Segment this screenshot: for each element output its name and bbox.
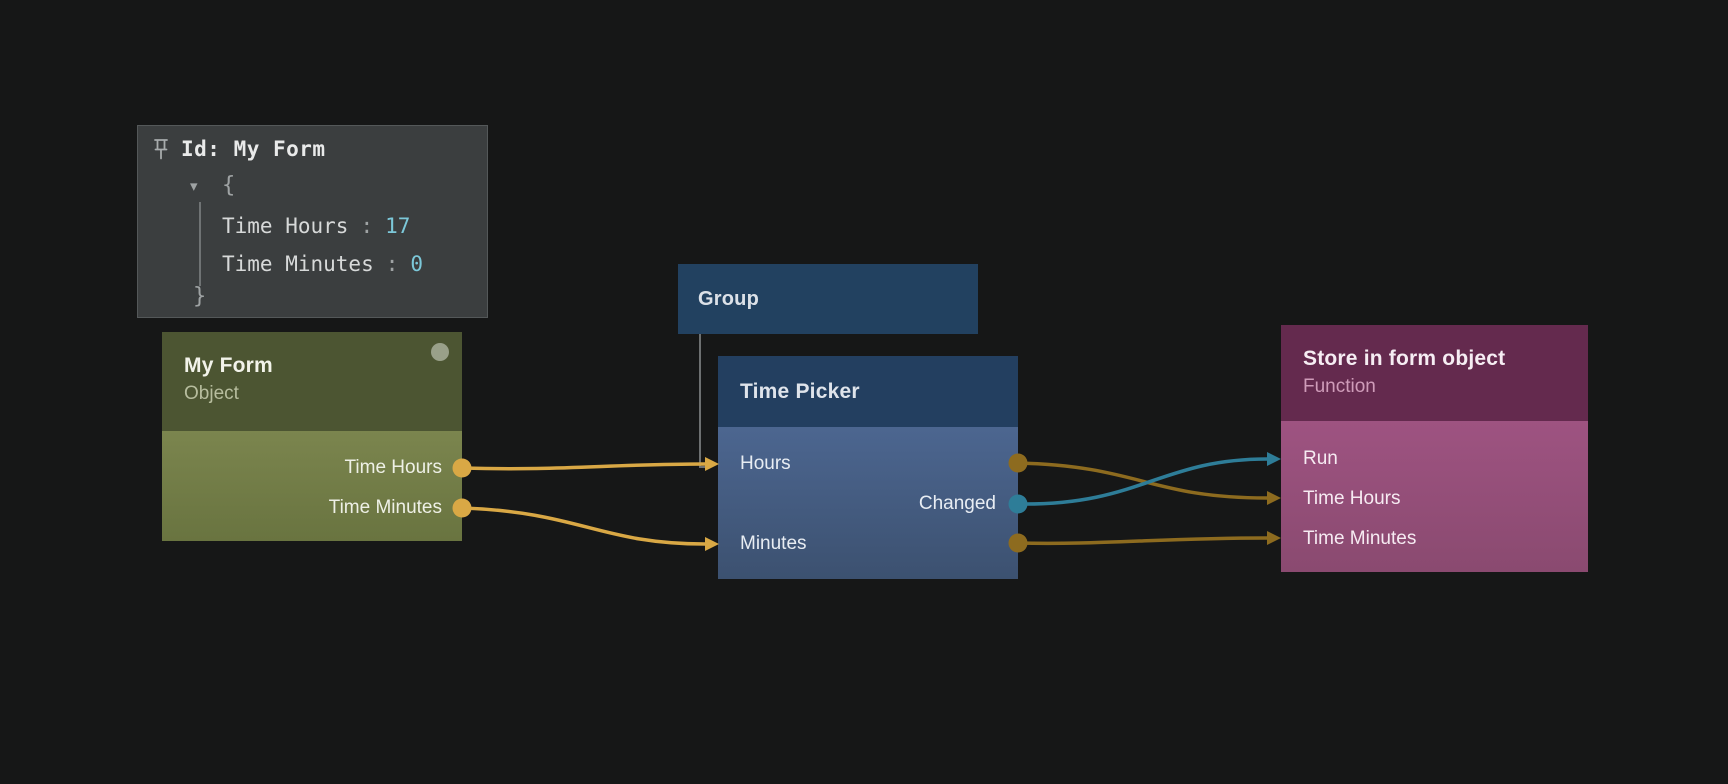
field-value: 0: [410, 252, 424, 276]
wire-path[interactable]: [1016, 457, 1269, 506]
node-store-header: Store in form object Function: [1281, 325, 1588, 421]
group-node[interactable]: Group: [678, 264, 978, 334]
tree-guide-line: [199, 202, 201, 286]
node-my-form-title: My Form: [184, 354, 273, 377]
group-connector-line: [699, 334, 711, 468]
node-store-body: Run Time Hours Time Minutes: [1281, 421, 1588, 572]
input-row-hours: Hours: [740, 453, 791, 474]
input-row-time-minutes: Time Minutes: [1303, 528, 1417, 549]
group-title: Group: [698, 287, 759, 310]
wire-path[interactable]: [1016, 461, 1269, 500]
input-row-run: Run: [1303, 448, 1338, 469]
wire-path[interactable]: [460, 462, 707, 471]
field-label: Time Minutes: [222, 252, 374, 276]
output-row-time-hours: Time Hours: [344, 457, 442, 478]
node-my-form-subtitle: Object: [184, 383, 239, 404]
node-store-subtitle: Function: [1303, 376, 1376, 397]
wire-arrowhead: [1267, 452, 1281, 466]
wire-path[interactable]: [1016, 536, 1269, 546]
node-store-title: Store in form object: [1303, 347, 1506, 370]
wire-changed-to-store-run[interactable]: [1016, 452, 1281, 506]
input-row-minutes: Minutes: [740, 533, 807, 554]
node-time-picker-header: Time Picker: [718, 356, 1018, 427]
output-row-changed: Changed: [918, 493, 996, 514]
node-time-picker-title: Time Picker: [740, 379, 860, 403]
wire-myform-timehours-to-hours[interactable]: [460, 457, 719, 471]
node-time-picker[interactable]: Time Picker Hours Changed Minutes: [718, 356, 1018, 579]
pinned-value-inspector: Id: My Form ▾ { Time Hours:17 Time Minut…: [137, 125, 488, 318]
wire-minutes-to-store-timeminutes[interactable]: [1016, 531, 1281, 546]
wire-arrowhead: [1267, 531, 1281, 545]
close-brace: }: [193, 284, 207, 309]
node-time-picker-body: Hours Changed Minutes: [718, 427, 1018, 579]
open-brace: {: [222, 173, 236, 198]
field-label: Time Hours: [222, 214, 349, 238]
node-my-form-body: Time Hours Time Minutes: [162, 431, 462, 541]
node-my-form-header: My Form Object: [162, 332, 462, 431]
input-row-time-hours: Time Hours: [1303, 488, 1401, 509]
wire-arrowhead: [705, 457, 719, 471]
inspector-field-time-minutes: Time Minutes:0: [222, 249, 423, 279]
connection-status-dot: [431, 343, 449, 361]
pin-icon[interactable]: [151, 137, 171, 161]
wire-hours-to-store-timehours[interactable]: [1016, 461, 1281, 505]
node-my-form[interactable]: My Form Object Time Hours Time Minutes: [162, 332, 462, 541]
wire-arrowhead: [1267, 491, 1281, 505]
wire-path[interactable]: [460, 506, 707, 546]
node-store-in-form-object[interactable]: Store in form object Function Run Time H…: [1281, 325, 1588, 572]
inspector-title: Id: My Form: [181, 137, 326, 161]
expander-triangle-icon[interactable]: ▾: [190, 178, 198, 195]
field-value: 17: [385, 214, 411, 238]
field-separator: :: [385, 252, 399, 276]
field-separator: :: [360, 214, 374, 238]
wire-arrowhead: [705, 537, 719, 551]
output-row-time-minutes: Time Minutes: [328, 497, 442, 518]
wire-myform-timeminutes-to-minutes[interactable]: [460, 506, 719, 551]
inspector-field-time-hours: Time Hours:17: [222, 211, 410, 241]
